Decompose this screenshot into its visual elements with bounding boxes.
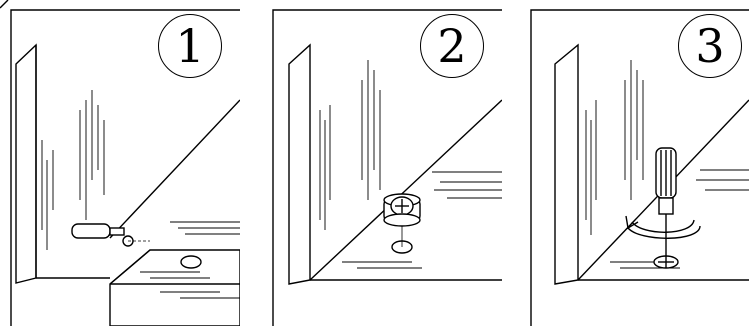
cam-lock — [384, 194, 420, 247]
step-3-number: 3 — [678, 14, 742, 78]
step-3-panel: 3 — [520, 0, 749, 326]
cam-lock-tightened — [654, 256, 678, 268]
side-board — [555, 45, 578, 284]
step-1-panel: 1 — [0, 0, 240, 326]
rotation-arrow — [626, 216, 700, 238]
step-2-number: 2 — [420, 14, 484, 78]
dowel — [72, 224, 150, 246]
step-1-number: 1 — [158, 14, 222, 78]
side-board — [289, 45, 310, 284]
step-2-panel: 2 — [262, 0, 502, 326]
side-board — [16, 45, 240, 283]
bottom-board — [110, 250, 240, 326]
screwdriver — [656, 148, 676, 256]
